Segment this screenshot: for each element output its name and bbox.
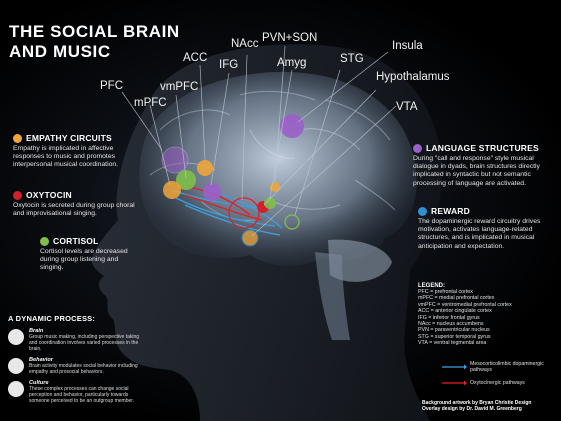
language-heading: LANGUAGE STRUCTURES bbox=[426, 143, 539, 153]
legend-row: ACC = anterior cingulate cortex bbox=[418, 308, 492, 315]
label-insula: Insula bbox=[392, 40, 423, 52]
label-amyg: Amyg bbox=[277, 57, 307, 69]
legend-row: IFG = inferior frontal gyrus bbox=[418, 314, 480, 321]
reward-dot-icon bbox=[418, 206, 427, 216]
section-cortisol: CORTISOL Cortisol levels are decreased d… bbox=[40, 236, 138, 273]
label-nacc: NAcc bbox=[231, 38, 259, 50]
oxytocin-body: Oxytocin is secreted during group choral… bbox=[13, 202, 135, 218]
label-pvn-son: PVN+SON bbox=[262, 32, 318, 44]
legend-row: mPFC = medial prefrontal cortex bbox=[418, 295, 495, 302]
label-ifg: IFG bbox=[219, 59, 239, 71]
label-acc: ACC bbox=[183, 52, 208, 64]
dynamic-item-title: Behavior bbox=[29, 357, 53, 363]
people-icon bbox=[8, 358, 24, 374]
stg-marker bbox=[284, 214, 300, 230]
brain-icon bbox=[8, 329, 24, 345]
empathy-heading: EMPATHY CIRCUITS bbox=[26, 133, 112, 143]
dopamine-arrow-icon bbox=[464, 364, 467, 370]
label-vmpfc: vmPFC bbox=[160, 81, 199, 93]
vmpfc-marker bbox=[176, 170, 196, 190]
brain-shape bbox=[139, 71, 417, 266]
language-body: During "call and response" style musical… bbox=[413, 155, 540, 187]
oxytocin-dot-icon bbox=[13, 190, 22, 200]
pfc-marker bbox=[161, 146, 189, 174]
title-line-2: AND MUSIC bbox=[9, 42, 111, 61]
mpfc-marker bbox=[163, 181, 181, 199]
oxytocin-arrow-icon bbox=[464, 380, 467, 386]
amyg-marker bbox=[264, 197, 276, 209]
label-hypothalamus: Hypothalamus bbox=[376, 71, 450, 83]
globe-icon bbox=[8, 381, 24, 397]
label-vta: VTA bbox=[396, 101, 418, 113]
acc-marker bbox=[197, 160, 213, 176]
legend-row: VTA = ventral tegmental area bbox=[418, 340, 487, 347]
dynamic-item-body: Group music making, including perspectiv… bbox=[29, 334, 140, 352]
pathway-swatches bbox=[442, 364, 467, 386]
section-language: LANGUAGE STRUCTURES During "call and res… bbox=[413, 143, 555, 188]
legend-heading: LEGEND: bbox=[418, 283, 445, 289]
cortisol-heading: CORTISOL bbox=[53, 236, 99, 246]
section-empathy: EMPATHY CIRCUITS Empathy is implicated i… bbox=[13, 133, 143, 170]
label-pfc: PFC bbox=[100, 80, 123, 92]
empathy-dot-icon bbox=[13, 133, 22, 143]
legend-row: PVN = paraventricular nucleus bbox=[418, 327, 490, 334]
credits: Background artwork by Bryan Christie Des… bbox=[422, 400, 531, 412]
cortisol-body: Cortisol levels are decreased during gro… bbox=[40, 248, 128, 272]
dynamic-item-title: Culture bbox=[29, 380, 49, 386]
ifg-marker bbox=[203, 183, 221, 201]
dynamic-heading: A DYNAMIC PROCESS: bbox=[8, 314, 96, 323]
reward-heading: REWARD bbox=[431, 206, 470, 216]
dynamic-item-title: Brain bbox=[29, 328, 44, 334]
legend-row: STG = superior temporal gyrus bbox=[418, 333, 491, 340]
pathway-label-dopamine: Mesocorticolimbic dopaminergic pathways bbox=[470, 361, 544, 373]
legend-row: NAcc = nucleus accumbens bbox=[418, 321, 484, 328]
insula-marker bbox=[280, 114, 304, 138]
legend-row: PFC = prefrontal cortex bbox=[418, 289, 473, 295]
language-dot-icon bbox=[413, 143, 422, 153]
empathy-body: Empathy is implicated in affective respo… bbox=[13, 145, 119, 169]
label-stg: STG bbox=[340, 53, 364, 65]
legend-row: vmPFC = ventromedial prefrontal cortex bbox=[418, 301, 512, 308]
cerebellum-shape bbox=[328, 239, 392, 282]
reward-body: The dopaminergic reward circuitry drives… bbox=[418, 218, 541, 250]
dynamic-item-body: These complex processes can change socia… bbox=[29, 386, 135, 404]
credit-line-1: Background artwork by Bryan Christie Des… bbox=[422, 400, 532, 406]
pathway-label-oxytocin: Oxytocinergic pathways bbox=[470, 380, 525, 386]
legend: LEGEND: PFC = prefrontal cortex mPFC = m… bbox=[418, 283, 558, 347]
label-mpfc: mPFC bbox=[134, 97, 167, 109]
oxytocin-heading: OXYTOCIN bbox=[26, 190, 72, 200]
poster-title: THE SOCIAL BRAIN AND MUSIC bbox=[9, 22, 180, 62]
brainstem-shape bbox=[315, 252, 350, 340]
dynamic-item-body: Brain activity modulates social behavior… bbox=[29, 363, 138, 375]
title-line-1: THE SOCIAL BRAIN bbox=[9, 22, 180, 41]
credit-line-2: Overlay design by Dr. David M. Greenberg bbox=[422, 406, 522, 412]
section-reward: REWARD The dopaminergic reward circuitry… bbox=[418, 206, 546, 251]
nacc-ring bbox=[228, 197, 260, 229]
label-leader-lines bbox=[121, 45, 397, 237]
section-oxytocin: OXYTOCIN Oxytocin is secreted during gro… bbox=[13, 190, 143, 218]
cortisol-dot-icon bbox=[40, 236, 49, 246]
